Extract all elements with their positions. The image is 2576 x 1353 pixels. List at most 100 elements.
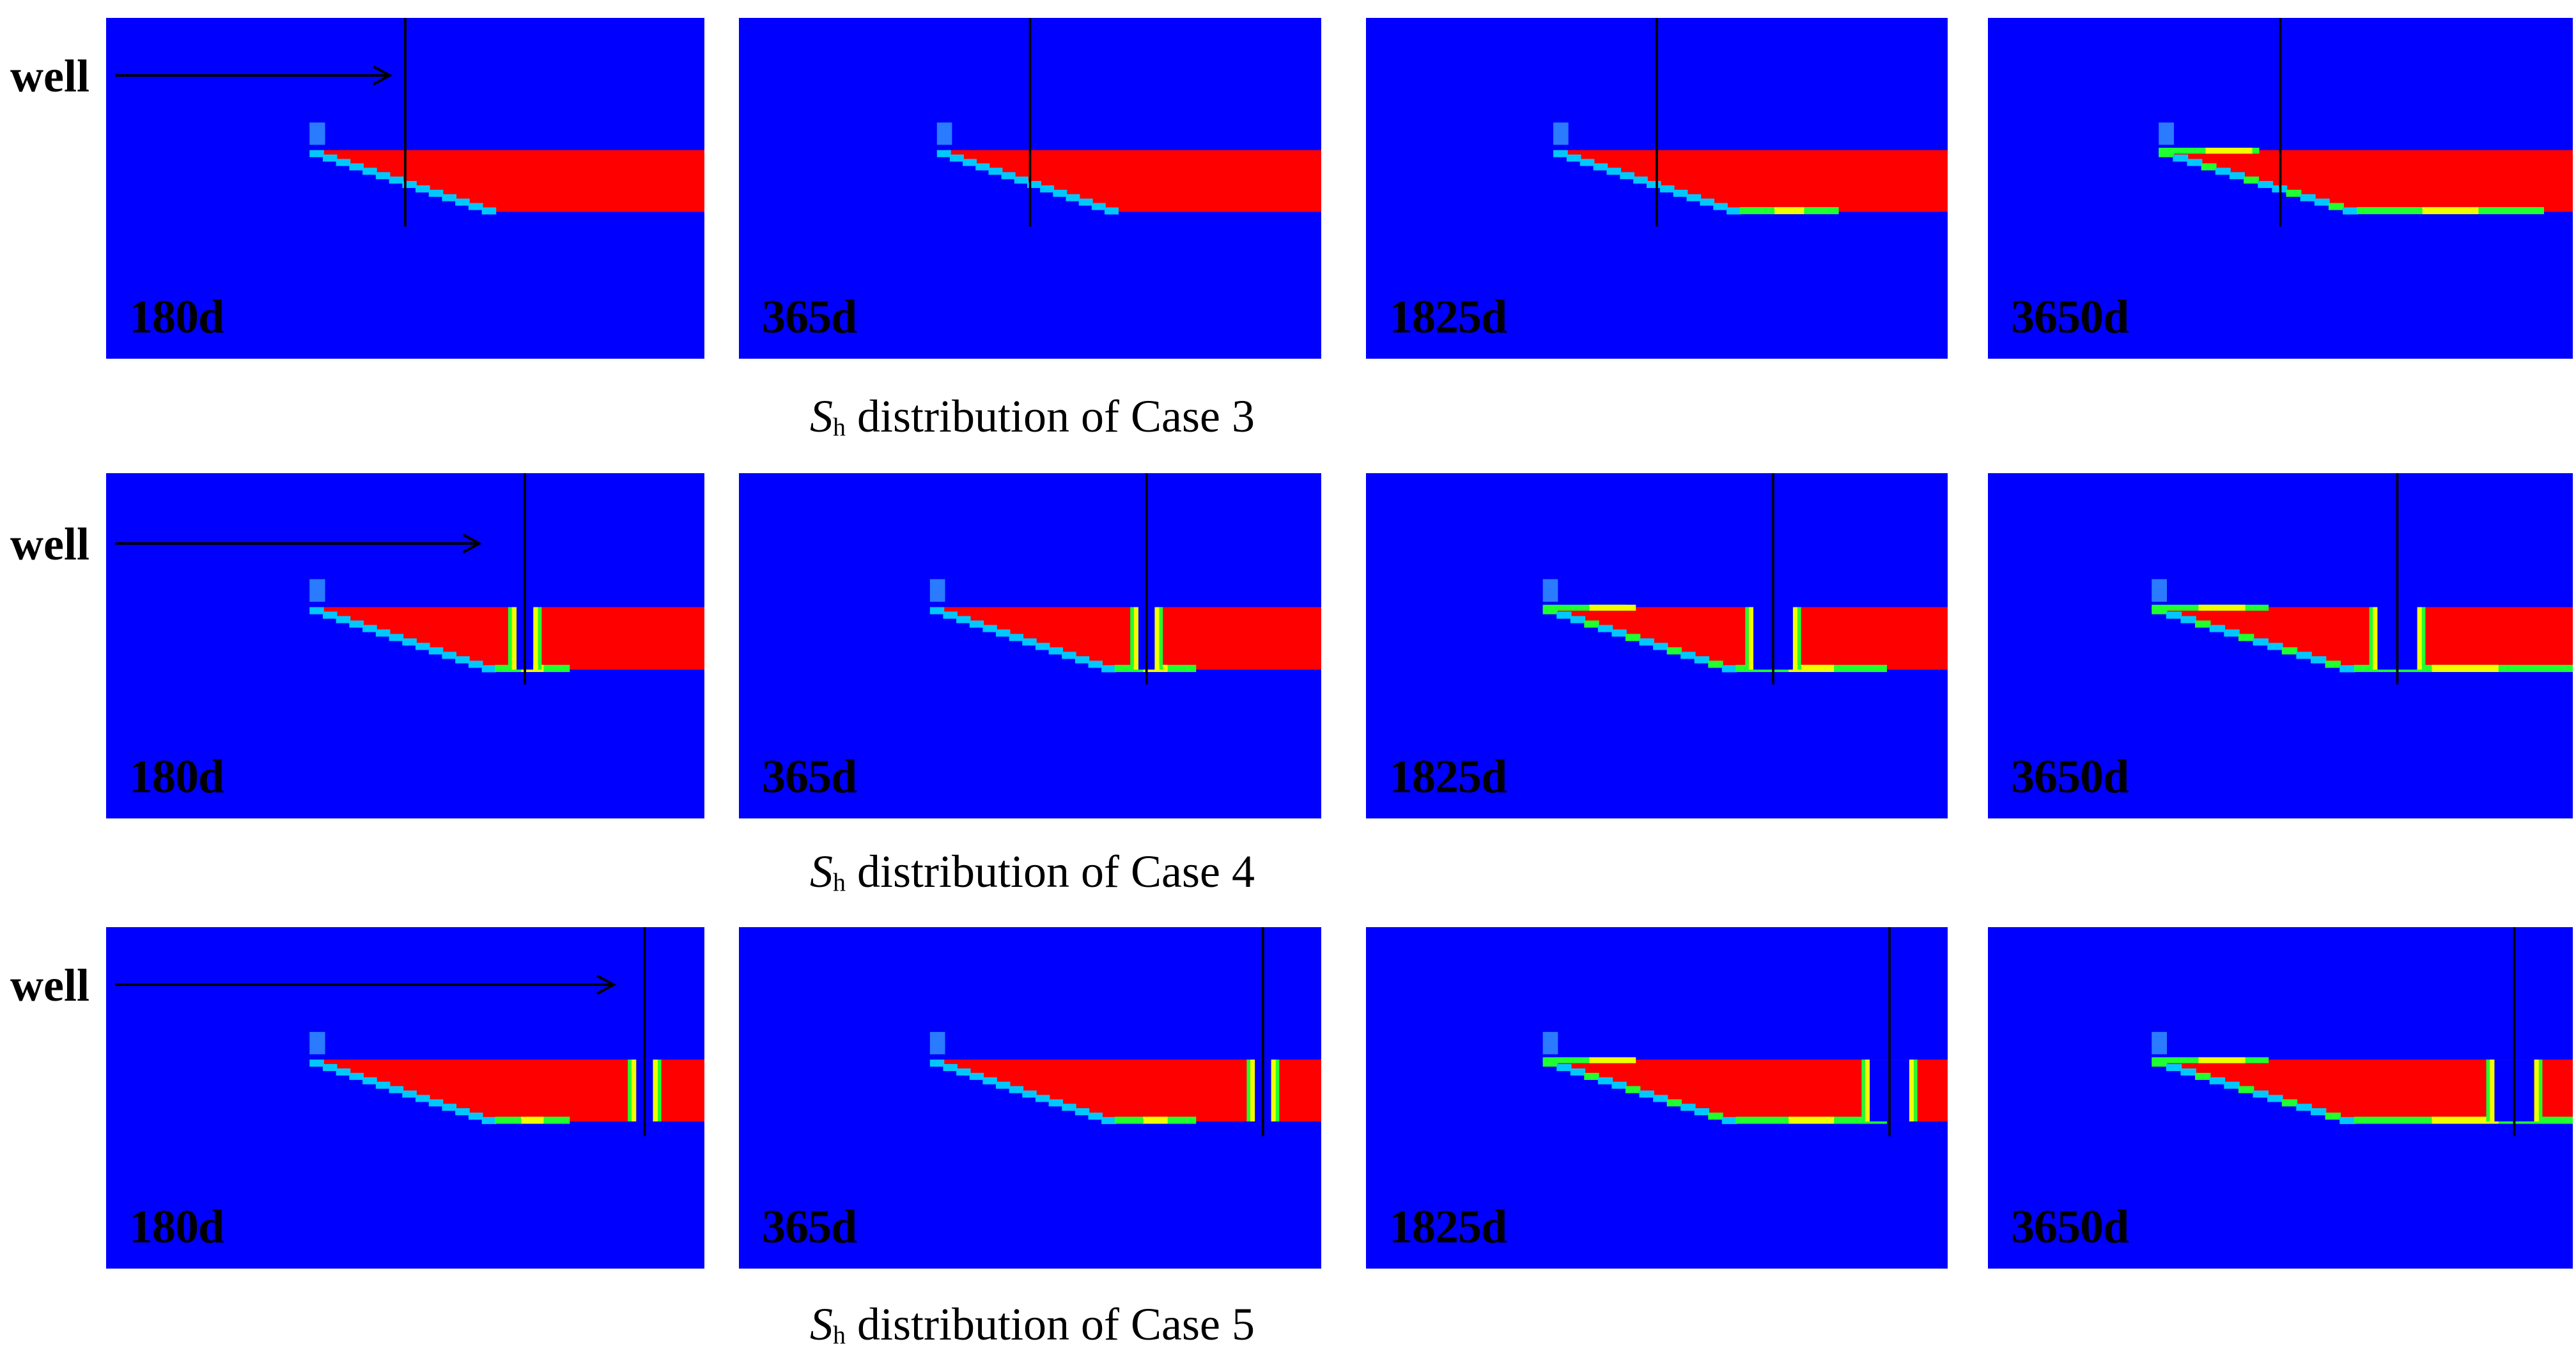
grid-marker (929, 1031, 945, 1054)
edge-cell (402, 1090, 417, 1098)
panel-graphic (1366, 473, 1948, 818)
edge-cell (1048, 647, 1064, 655)
front-edge (657, 1060, 662, 1122)
edge-cell (1009, 634, 1024, 641)
well-arrow (115, 974, 617, 995)
front-edge (1909, 1060, 1914, 1122)
edge-cell (1680, 1104, 1696, 1111)
edge-cell (929, 1060, 945, 1067)
edge-cell (1694, 656, 1710, 664)
edge-cell (2267, 1095, 2283, 1102)
hydrate-zone (309, 150, 704, 212)
edge-cell (1556, 1064, 1572, 1072)
caption-text: distribution of Case 3 (846, 391, 1255, 442)
edge-cell (1570, 616, 1586, 623)
edge-cell (1075, 656, 1090, 664)
sh-panel: 3650d (1988, 473, 2573, 818)
row-caption: Sh distribution of Case 5 (0, 1298, 2065, 1351)
edge-cell (322, 1064, 338, 1072)
front-edge (1865, 1060, 1870, 1122)
front-edge (1745, 607, 1749, 670)
hydrate-zone (929, 607, 1321, 670)
edge-cell (1001, 172, 1016, 180)
edge-cell (389, 1086, 404, 1093)
edge-cell (415, 643, 430, 650)
edge-cell (1700, 198, 1715, 206)
sh-panel: 180d (106, 473, 704, 818)
edge-cell (1566, 154, 1581, 162)
edge-cell (2238, 1086, 2254, 1093)
grid-marker (2152, 1031, 2167, 1054)
edge-cell (2310, 656, 2327, 664)
front-edge (1130, 607, 1134, 670)
edge-cell (2253, 638, 2269, 646)
front-edge (2534, 1060, 2539, 1122)
caption-subscript: h (833, 1320, 846, 1349)
well-label: well (10, 51, 89, 102)
edge-cell (1666, 647, 1682, 655)
edge-cell (2300, 194, 2316, 201)
front-edge (1159, 607, 1163, 670)
grid-marker (2152, 579, 2167, 602)
edge-cell (468, 661, 483, 668)
edge-cell (442, 1104, 457, 1111)
caption-text: distribution of Case 5 (846, 1299, 1255, 1350)
panel-graphic (1366, 18, 1948, 359)
edge-cell (1570, 1068, 1586, 1076)
time-label: 1825d (1389, 1201, 1507, 1253)
edge-cell (1088, 1113, 1103, 1120)
front-edge (1133, 607, 1138, 670)
front-edge (2373, 607, 2378, 670)
edge-cell (1022, 638, 1037, 646)
edge-cell (1035, 1095, 1050, 1102)
edge-cell (455, 198, 470, 206)
edge-cell (309, 150, 324, 157)
front-edge (1748, 607, 1754, 670)
sh-panel: 1825d (1366, 927, 1948, 1269)
edge-cell (402, 181, 417, 189)
caption-subscript: h (833, 868, 846, 896)
front-edge (1797, 607, 1801, 670)
edge-cell (415, 185, 430, 192)
time-label: 180d (129, 751, 224, 803)
edge-cell (2224, 629, 2240, 637)
time-label: 180d (129, 291, 224, 343)
edge-cell (481, 1116, 497, 1124)
front-edge (2417, 607, 2422, 670)
edge-cell (2166, 1064, 2182, 1072)
time-label: 365d (762, 1201, 857, 1253)
edge-cell (2215, 168, 2231, 175)
edge-cell (1659, 185, 1675, 192)
edge-cell (2229, 172, 2245, 180)
caption-symbol: S (810, 846, 834, 897)
edge-band (1589, 604, 1636, 611)
edge-band (2198, 1057, 2246, 1063)
front-edge (1861, 1060, 1865, 1122)
edge-cell (2267, 643, 2283, 650)
time-label: 3650d (2011, 751, 2129, 803)
front-edge (533, 607, 538, 670)
edge-cell (389, 176, 404, 184)
grid-marker (2159, 122, 2174, 145)
edge-cell (1639, 1090, 1654, 1098)
edge-cell (969, 1072, 984, 1080)
edge-cell (1708, 661, 1723, 668)
edge-cell (1040, 185, 1055, 192)
sh-panel: 365d (739, 473, 1321, 818)
time-label: 365d (762, 291, 857, 343)
edge-cell (2201, 163, 2217, 171)
front-edge (1271, 1060, 1276, 1122)
edge-cell (1686, 194, 1702, 201)
front-edge (1275, 1060, 1280, 1122)
hydrate-zone (309, 607, 704, 670)
edge-cell (2281, 1099, 2298, 1107)
edge-cell (2325, 661, 2341, 668)
edge-cell (963, 159, 977, 166)
edge-cell (1104, 207, 1119, 215)
front-edge (2421, 607, 2426, 670)
edge-cell (2339, 665, 2355, 673)
edge-cell (956, 1068, 971, 1076)
panel-graphic (739, 927, 1321, 1269)
edge-cell (1597, 625, 1613, 632)
edge-band (2432, 1116, 2499, 1124)
